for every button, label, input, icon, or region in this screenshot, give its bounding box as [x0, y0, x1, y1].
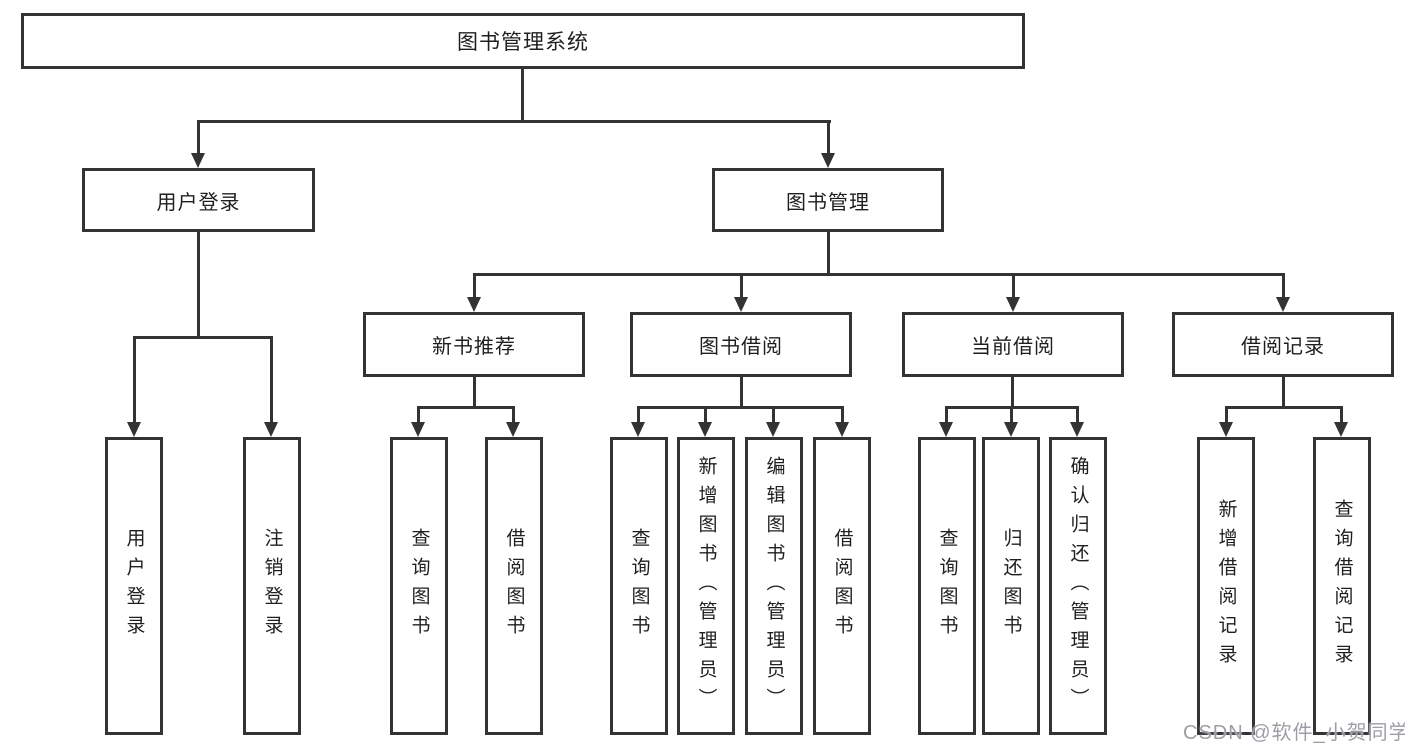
- node-borrow-records: 借阅记录: [1172, 312, 1394, 377]
- connector-drop-recommend-borrow: [512, 406, 515, 424]
- connector-drop-book-borrow: [740, 273, 743, 299]
- arrow-down-icon: [467, 297, 481, 312]
- connector-drop-book-management: [827, 120, 830, 154]
- connector-drop-records-add: [1225, 406, 1228, 424]
- connector-drop-leaf-user-login: [133, 336, 136, 424]
- leaf-user-login: 用户登录: [105, 437, 163, 735]
- arrow-down-icon: [1276, 297, 1290, 312]
- connector-drop-new-book-recommend: [473, 273, 476, 299]
- leaf-current-return-books: 归还图书: [982, 437, 1040, 735]
- connector-drop-records-query: [1340, 406, 1343, 424]
- leaf-recommend-query-books: 查询图书: [390, 437, 448, 735]
- leaf-logout: 注销登录: [243, 437, 301, 735]
- connector-borrow-records-hline: [1225, 406, 1343, 409]
- connector-drop-current-query: [945, 406, 948, 424]
- connector-drop-current-return: [1010, 406, 1013, 424]
- arrow-down-icon: [191, 153, 205, 168]
- connector-book-borrow-stem: [740, 377, 743, 406]
- leaf-borrow-borrow-books: 借阅图书: [813, 437, 871, 735]
- node-book-management: 图书管理: [712, 168, 944, 232]
- connector-root-stem: [521, 69, 524, 120]
- connector-drop-recommend-query: [417, 406, 420, 424]
- connector-drop-borrow-add: [704, 406, 707, 424]
- leaf-recommend-borrow-books: 借阅图书: [485, 437, 543, 735]
- connector-recommend-stem: [473, 377, 476, 406]
- arrow-down-icon: [631, 422, 645, 437]
- node-current-borrow: 当前借阅: [902, 312, 1124, 377]
- connector-borrow-records-stem: [1282, 377, 1285, 406]
- connector-user-login-stem: [197, 232, 200, 336]
- arrow-down-icon: [506, 422, 520, 437]
- connector-book-management-stem: [827, 232, 830, 273]
- connector-level3-hline: [473, 273, 1285, 276]
- connector-user-login-hline: [133, 336, 273, 339]
- arrow-down-icon: [264, 422, 278, 437]
- leaf-borrow-query-books: 查询图书: [610, 437, 668, 735]
- arrow-down-icon: [127, 422, 141, 437]
- arrow-down-icon: [835, 422, 849, 437]
- arrow-down-icon: [1219, 422, 1233, 437]
- arrow-down-icon: [698, 422, 712, 437]
- arrow-down-icon: [1334, 422, 1348, 437]
- leaf-records-add-record: 新增借阅记录: [1197, 437, 1255, 735]
- connector-current-borrow-stem: [1011, 377, 1014, 406]
- connector-drop-user-login: [197, 120, 200, 154]
- connector-drop-borrow-borrow: [841, 406, 844, 424]
- connector-drop-borrow-query: [637, 406, 640, 424]
- arrow-down-icon: [1004, 422, 1018, 437]
- leaf-records-query-record: 查询借阅记录: [1313, 437, 1371, 735]
- connector-drop-borrow-records: [1282, 273, 1285, 299]
- arrow-down-icon: [411, 422, 425, 437]
- arrow-down-icon: [1070, 422, 1084, 437]
- arrow-down-icon: [821, 153, 835, 168]
- connector-drop-borrow-edit: [772, 406, 775, 424]
- connector-level2-hline: [197, 120, 831, 123]
- node-book-borrow: 图书借阅: [630, 312, 852, 377]
- connector-recommend-hline: [417, 406, 515, 409]
- connector-book-borrow-hline: [637, 406, 844, 409]
- node-library-system: 图书管理系统: [21, 13, 1025, 69]
- node-user-login: 用户登录: [82, 168, 315, 232]
- arrow-down-icon: [1006, 297, 1020, 312]
- leaf-borrow-edit-books-admin: 编辑图书（管理员）: [745, 437, 803, 735]
- leaf-current-confirm-return-admin: 确认归还（管理员）: [1049, 437, 1107, 735]
- watermark-text: CSDN @软件_小贺同学: [1183, 722, 1405, 744]
- arrow-down-icon: [939, 422, 953, 437]
- leaf-current-query-books: 查询图书: [918, 437, 976, 735]
- arrow-down-icon: [734, 297, 748, 312]
- connector-drop-current-confirm: [1076, 406, 1079, 424]
- node-new-book-recommend: 新书推荐: [363, 312, 585, 377]
- arrow-down-icon: [766, 422, 780, 437]
- leaf-borrow-add-books-admin: 新增图书（管理员）: [677, 437, 735, 735]
- connector-drop-leaf-logout: [270, 336, 273, 424]
- connector-drop-current-borrow: [1012, 273, 1015, 299]
